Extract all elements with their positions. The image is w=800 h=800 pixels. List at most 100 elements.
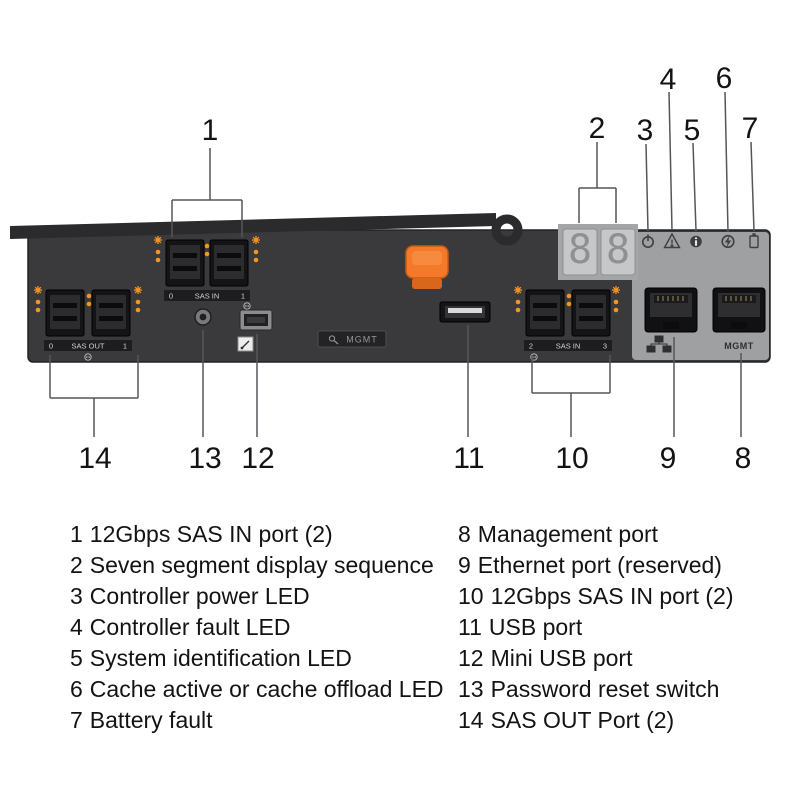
legend-item-text: System identification LED <box>89 645 352 671</box>
display-digit-left: 8 <box>568 227 592 273</box>
callout-4: 4 <box>660 63 677 96</box>
cache-led-icon <box>721 234 735 249</box>
port-led-star-icon <box>33 285 43 295</box>
mini-usb-port <box>239 309 273 331</box>
leader-lines <box>49 91 755 437</box>
sas-port <box>45 289 85 337</box>
callout-14: 14 <box>78 442 111 475</box>
wrench-icon <box>328 335 336 342</box>
callout-10: 10 <box>555 442 588 475</box>
fault-led-icon <box>663 232 681 249</box>
network-icon <box>646 335 672 353</box>
status-led-row <box>641 232 759 249</box>
sas-in-bottom-ports: 2 SAS IN 3 <box>513 285 621 361</box>
sas-in-label: SAS IN <box>195 292 220 301</box>
legend-item-number: 14 <box>458 707 484 733</box>
legend-item-number: 6 <box>70 676 83 702</box>
sas-in-label: SAS IN <box>556 342 581 351</box>
mgmt-port-label: MGMT <box>724 341 754 351</box>
callout-1: 1 <box>202 114 219 147</box>
wrench-icon <box>333 340 339 345</box>
callout-8: 8 <box>735 442 752 475</box>
sas-port <box>525 289 565 337</box>
leader-line-4 <box>668 91 673 231</box>
latch-handle-hook-icon <box>491 214 523 246</box>
legend-item-text: Mini USB port <box>490 645 633 671</box>
legend-item-number: 10 <box>458 583 484 609</box>
password-reset-placard <box>237 336 254 352</box>
callout-numbers: 1 2 3 4 5 6 7 14 13 12 11 10 9 8 <box>78 62 758 475</box>
legend-item-number: 3 <box>70 583 83 609</box>
leader-line-2 <box>578 142 617 223</box>
legend-item-text: USB port <box>488 614 583 640</box>
seven-segment-display: 8 8 <box>558 224 638 280</box>
port-digit: 0 <box>169 292 173 301</box>
callout-9: 9 <box>660 442 677 475</box>
leader-line-14 <box>49 355 139 437</box>
callout-2: 2 <box>589 112 606 145</box>
leader-line-10 <box>531 355 611 437</box>
display-digit-right: 8 <box>606 227 630 273</box>
port-digit: 2 <box>529 342 533 351</box>
legend-item-text: Controller power LED <box>89 583 310 609</box>
release-latch <box>405 245 449 289</box>
callout-7: 7 <box>742 112 759 145</box>
legend-item-number: 8 <box>458 521 471 547</box>
legend-item-number: 13 <box>458 676 484 702</box>
sas-port <box>165 239 205 287</box>
callout-3: 3 <box>637 114 654 147</box>
legend-item-text: 12Gbps SAS IN port (2) <box>490 583 734 609</box>
sas-port <box>209 239 249 287</box>
legend-item-number: 11 <box>458 614 482 640</box>
reset-switch <box>194 308 212 326</box>
legend-item-number: 12 <box>458 645 484 671</box>
legend-item-number: 5 <box>70 645 83 671</box>
sas-port <box>571 289 611 337</box>
port-digit: 1 <box>123 342 127 351</box>
callout-11: 11 <box>453 442 484 475</box>
callout-6: 6 <box>716 62 733 95</box>
leader-line-7 <box>750 141 755 232</box>
legend-item-text: Ethernet port (reserved) <box>477 552 722 578</box>
legend-item-number: 9 <box>458 552 471 578</box>
mgmt-port <box>712 287 766 333</box>
legend-item-number: 7 <box>70 707 83 733</box>
port-digit: 3 <box>603 342 607 351</box>
legend-item-text: Management port <box>477 521 659 547</box>
usb-port <box>439 301 491 323</box>
legend-item-number: 4 <box>70 614 83 640</box>
callout-13: 13 <box>188 442 221 475</box>
display-digit-cell <box>600 228 636 276</box>
legend-item-text: Controller fault LED <box>89 614 291 640</box>
battery-led-icon <box>749 233 759 249</box>
controller-diagram: 8 8 0 SA <box>10 62 771 475</box>
callout-12: 12 <box>241 442 274 475</box>
legend-item-text: Cache active or cache offload LED <box>89 676 444 702</box>
legend-item-number: 2 <box>70 552 83 578</box>
legend-item-text: SAS OUT Port (2) <box>490 707 675 733</box>
mgmt-plate-label: MGMT <box>346 335 378 345</box>
port-led-star-icon <box>611 285 621 295</box>
mgmt-plate: MGMT <box>317 330 387 348</box>
chassis-top-bar <box>10 213 496 239</box>
legend-item-number: 1 <box>70 521 83 547</box>
callout-5: 5 <box>684 114 701 147</box>
sas-port <box>91 289 131 337</box>
power-led-icon <box>641 234 654 249</box>
leader-line-5 <box>692 142 697 232</box>
